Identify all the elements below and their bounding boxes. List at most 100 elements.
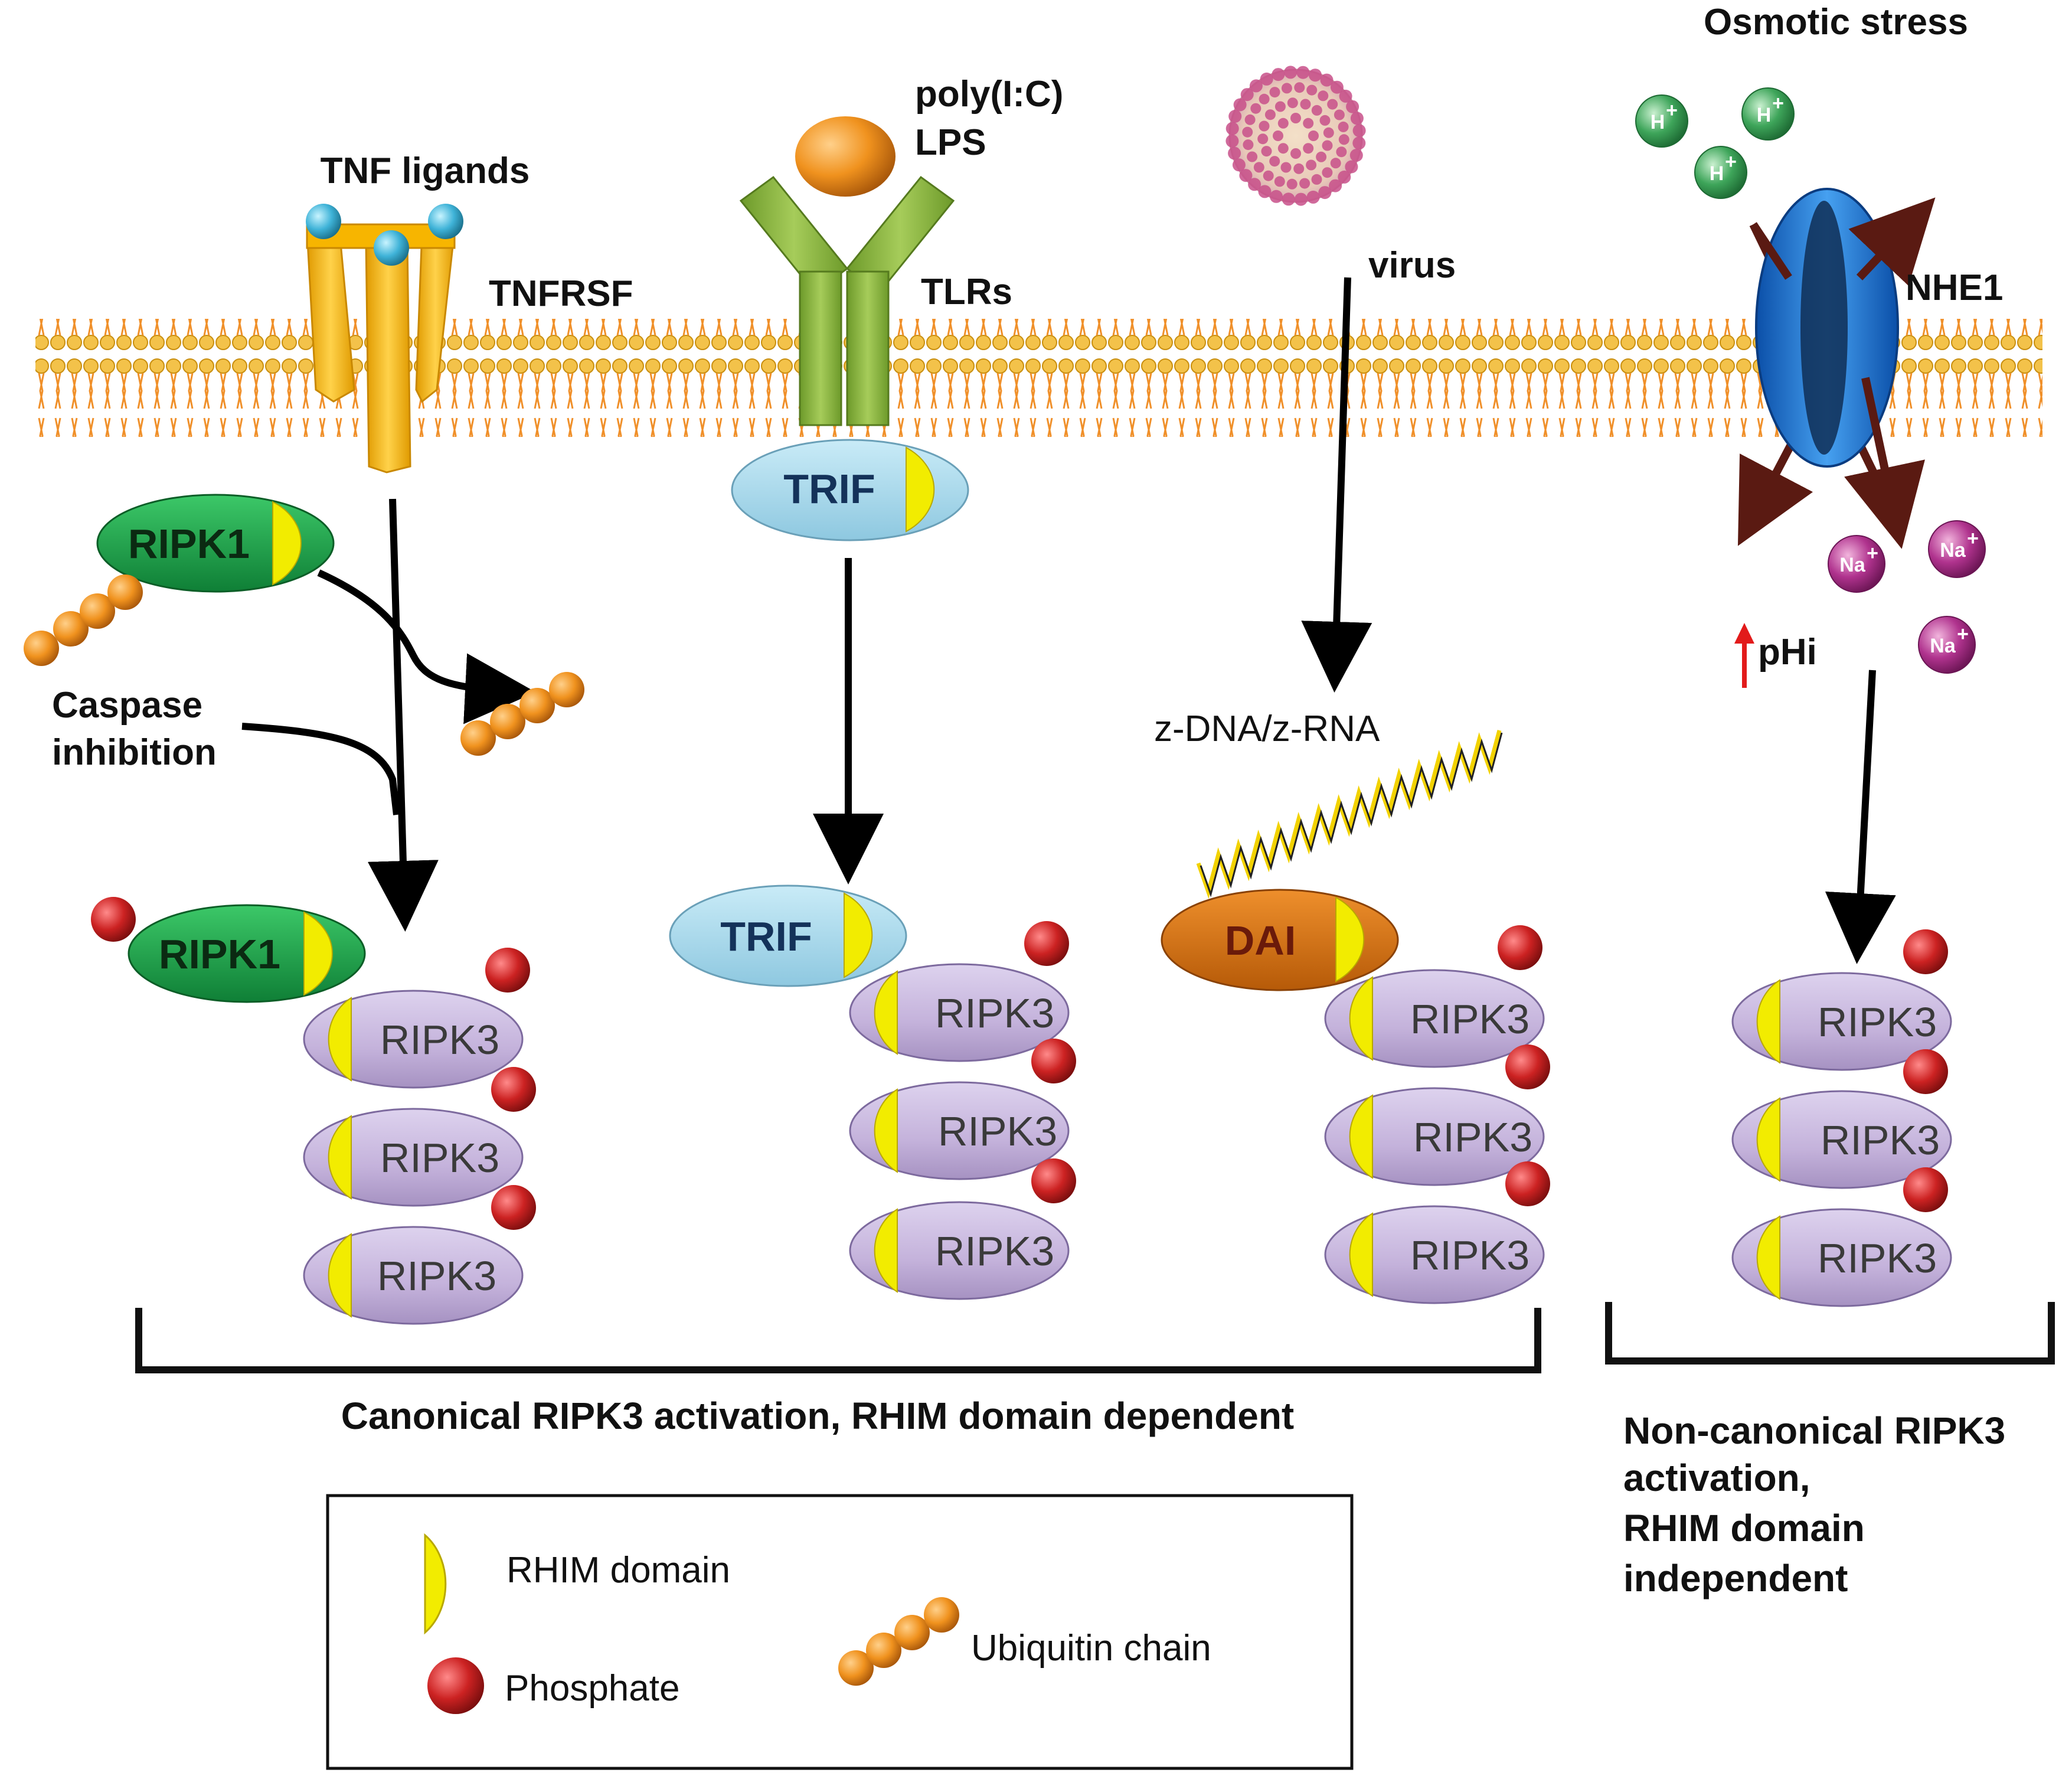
virus-particle	[1225, 66, 1366, 206]
virus-spike	[1349, 149, 1363, 162]
virus-spike	[1322, 167, 1333, 178]
virus-spike	[1272, 68, 1285, 81]
virus-spike	[1311, 174, 1322, 185]
svg-text:TRIF: TRIF	[720, 913, 812, 959]
h-ion: H +	[1694, 146, 1747, 199]
na-ion: Na +	[1918, 616, 1976, 674]
virus-spike	[1322, 140, 1333, 151]
virus-spike	[1287, 97, 1298, 109]
ripk3-protein: RIPK3	[849, 1201, 1070, 1300]
phi-indicator: pHi	[1734, 623, 1817, 688]
bracket-noncanonical	[1605, 1302, 2055, 1365]
virus-spike	[1323, 127, 1334, 138]
arrow-tnf-to-complex	[367, 498, 439, 932]
virus-spike	[1306, 84, 1318, 96]
virus-spike	[1286, 178, 1298, 190]
na-ion: Na +	[1828, 535, 1885, 593]
virus-spike	[1339, 89, 1352, 103]
trif-label: TRIF	[783, 466, 875, 512]
canonical-summary: Canonical RIPK3 activation, RHIM domain …	[341, 1395, 1294, 1437]
virus-spike	[1306, 190, 1320, 204]
noncanonical-summary-2: activation,	[1623, 1457, 1810, 1499]
virus-spike	[1352, 136, 1366, 150]
bracket-canonical	[135, 1308, 1541, 1373]
h-ion: H +	[1635, 94, 1688, 148]
svg-text:RIPK3: RIPK3	[377, 1253, 496, 1299]
svg-text:RIPK3: RIPK3	[1818, 999, 1937, 1045]
virus-spike	[1274, 176, 1285, 187]
virus-spike	[1329, 179, 1342, 192]
virus-spike	[1306, 159, 1317, 171]
phosphate	[1505, 1044, 1550, 1089]
virus-spike	[1270, 190, 1283, 203]
virus-spike	[1259, 93, 1270, 105]
svg-text:H: H	[1757, 104, 1772, 126]
virus-spike	[1294, 82, 1305, 93]
virus-spike	[1345, 160, 1358, 174]
virus-spike	[1259, 120, 1270, 132]
label-phi: pHi	[1758, 632, 1817, 673]
label-lps: LPS	[915, 122, 986, 163]
ripk3-protein: RIPK3	[1731, 972, 1952, 1071]
legend-box	[326, 1494, 1354, 1770]
dai-ripk3-complex: RIPK3 RIPK3 RIPK3 DAI	[1161, 889, 1550, 1304]
phosphate	[1498, 925, 1542, 970]
phosphate	[1031, 1158, 1076, 1203]
phosphate	[91, 897, 136, 942]
ripk1-protein: RIPK1	[128, 904, 366, 1003]
trif-adaptor: TRIF	[731, 439, 969, 541]
virus-spike	[1260, 72, 1273, 86]
arrows	[241, 277, 1896, 964]
virus-spike	[1277, 117, 1289, 129]
ripk3-protein: RIPK3	[1731, 1090, 1952, 1189]
svg-text:+: +	[1867, 542, 1878, 564]
label-tnf-ligands: TNF ligands	[321, 151, 530, 191]
virus-spike	[1336, 146, 1347, 158]
ripk3-noncanonical-complex: RIPK3 RIPK3 RIPK3	[1731, 929, 1952, 1307]
virus-spike	[1338, 134, 1349, 145]
virus-spike	[1330, 80, 1344, 94]
virus-spike	[1293, 163, 1305, 174]
ripk3-protein: RIPK3	[303, 1226, 524, 1325]
virus-spike	[1318, 90, 1329, 102]
ubiquitin-chain-attached	[24, 574, 143, 666]
svg-text:RIPK3: RIPK3	[935, 1228, 1054, 1274]
virus-spike	[1311, 105, 1322, 116]
ripk3-protein: RIPK3	[1324, 969, 1545, 1068]
label-tnfrsf: TNFRSF	[489, 273, 633, 314]
legend-ubiquitin-label: Ubiquitin chain	[971, 1628, 1211, 1669]
virus-spike	[1247, 151, 1258, 162]
virus-spike	[1274, 101, 1286, 112]
virus-spike	[1228, 110, 1242, 123]
virus-spike	[1290, 148, 1301, 159]
svg-text:+: +	[1957, 623, 1969, 645]
svg-text:RIPK3: RIPK3	[1818, 1235, 1937, 1281]
svg-text:H: H	[1710, 162, 1724, 185]
label-caspase: Caspase	[52, 685, 202, 726]
virus-spike	[1316, 151, 1327, 162]
label-nhe1: NHE1	[1906, 267, 2003, 308]
svg-text:RIPK3: RIPK3	[380, 1017, 499, 1063]
virus-spike	[1282, 192, 1295, 206]
virus-spike	[1327, 99, 1338, 110]
phosphate	[1903, 1049, 1948, 1094]
virus-spike	[1250, 103, 1261, 114]
phosphate	[1024, 921, 1069, 966]
virus-spike	[1244, 114, 1256, 125]
virus-spike	[1261, 146, 1272, 157]
virus-spike	[1263, 170, 1274, 181]
svg-text:+: +	[1666, 99, 1678, 122]
ripk3-protein: RIPK3	[1324, 1205, 1545, 1304]
label-inhibition: inhibition	[52, 732, 217, 773]
ripk1-ubiquitinated: RIPK1	[96, 494, 335, 593]
trif-ripk3-complex: RIPK3 RIPK3 RIPK3 TRIF	[669, 884, 1076, 1300]
virus-spike	[1281, 83, 1292, 94]
phosphate	[491, 1185, 536, 1230]
virus-spike	[1350, 112, 1364, 125]
zdna-strand	[1196, 730, 1503, 899]
virus-spike	[1296, 66, 1310, 79]
virus-spike	[1269, 87, 1280, 98]
virus-spike	[1242, 126, 1253, 138]
phosphate	[1903, 929, 1948, 974]
